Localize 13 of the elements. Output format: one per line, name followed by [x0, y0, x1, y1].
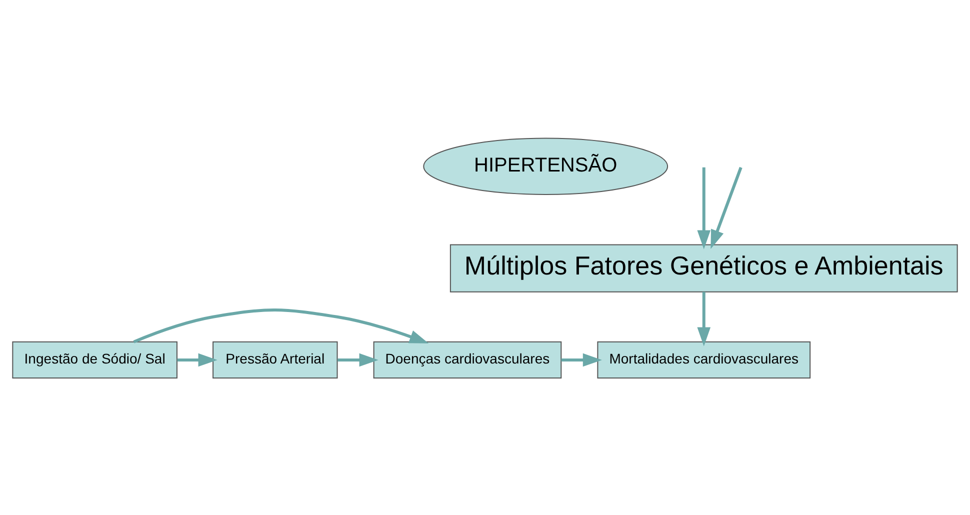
node-box: Ingestão de Sódio/ Sal [12, 340, 178, 378]
arrow [697, 166, 711, 249]
arrow [710, 166, 742, 248]
arrow [177, 352, 218, 366]
node-box: Múltiplos Fatores Genéticos e Ambientais [450, 244, 958, 292]
arrow [697, 291, 711, 346]
node-ellipse: HIPERTENSÃO [423, 137, 668, 194]
node-box: Doenças cardiovasculares [373, 340, 562, 378]
node-box: Mortalidades cardiovasculares [597, 340, 811, 378]
arrow [133, 308, 429, 343]
node-box: Pressão Arterial [212, 340, 338, 378]
arrow [338, 352, 378, 366]
arrow [561, 352, 602, 366]
